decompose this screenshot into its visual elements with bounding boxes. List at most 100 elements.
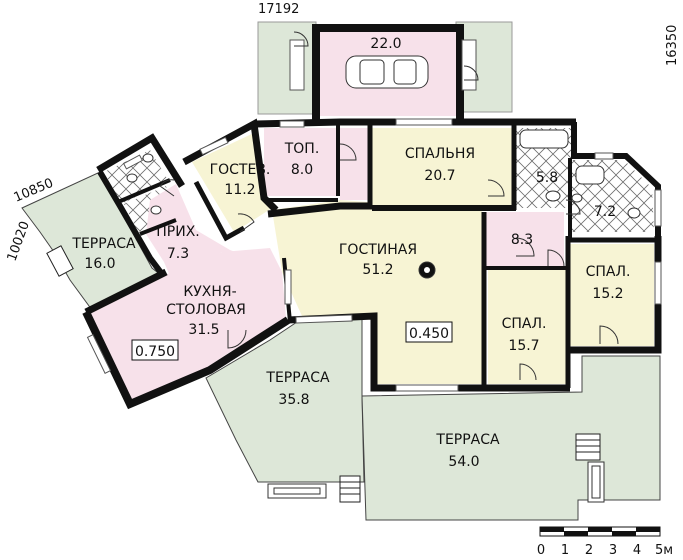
window — [289, 39, 305, 91]
bath-b-area: 7.2 — [594, 204, 616, 220]
scale-tick: 5м — [655, 543, 673, 558]
scale-tick: 4 — [633, 543, 641, 558]
terrace-mid-name: ТЕРРАСА — [265, 370, 330, 386]
terrace-big-area: 54.0 — [448, 454, 479, 470]
guest-floor — [192, 132, 272, 232]
sink-icon — [150, 205, 162, 215]
guest-lower-wall — [193, 180, 246, 242]
kitchen-name-2: СТОЛОВАЯ — [166, 302, 246, 318]
scale-tick: 0 — [537, 543, 545, 558]
sink-icon — [126, 173, 138, 183]
toilet-icon — [627, 207, 641, 219]
door-swing — [519, 363, 537, 381]
kitchen-level: 0.750 — [135, 344, 175, 360]
vestibule-floor — [340, 128, 368, 200]
garage-area: 22.0 — [370, 36, 401, 52]
west-wall — [97, 170, 165, 276]
guest-name: ГОСТЕВ. — [210, 162, 271, 178]
fixtures — [46, 55, 641, 503]
boiler-area: 8.0 — [291, 162, 313, 178]
kitchen-west-wall — [84, 268, 168, 316]
toilet-icon — [142, 153, 154, 163]
dimension-right: 16350 — [665, 25, 680, 66]
bedroom-b-name: СПАЛ. — [586, 264, 631, 280]
door-swing — [463, 65, 479, 81]
door-swing — [599, 325, 619, 345]
bedroom-b-floor — [570, 244, 654, 346]
windows — [86, 39, 662, 392]
window — [122, 154, 144, 170]
wc-wall — [96, 133, 185, 188]
boiler-name: ТОП. — [284, 141, 320, 157]
planter — [273, 487, 321, 495]
bathtub-icon — [575, 165, 605, 185]
corridor-area: 8.3 — [511, 232, 533, 248]
window — [654, 189, 662, 227]
planter — [591, 465, 601, 499]
terrace-garage-area — [257, 21, 317, 115]
living-level: 0.450 — [409, 326, 449, 342]
door-swing — [565, 199, 581, 215]
doors — [159, 31, 619, 381]
window — [594, 152, 614, 160]
bedroom-main-name: СПАЛЬНЯ — [405, 146, 475, 162]
fireplace-icon — [418, 261, 436, 279]
door-swing — [547, 249, 565, 267]
bedroom-b-area: 15.2 — [592, 286, 623, 302]
car-icon — [345, 55, 429, 89]
door-swing — [293, 31, 309, 47]
stairs-icon — [46, 245, 601, 503]
guest-area: 11.2 — [224, 182, 255, 198]
dimension-left-b: 10020 — [5, 219, 33, 263]
toilet-icon — [545, 190, 561, 202]
boiler-floor — [264, 128, 340, 196]
window — [295, 314, 353, 324]
hall-area: 7.3 — [167, 246, 189, 262]
terrace-left-area: 16.0 — [84, 256, 115, 272]
terrace-big-area — [361, 355, 661, 521]
kitchen-name-1: КУХНЯ- — [183, 284, 236, 300]
door-swing — [159, 179, 175, 197]
level-marks: 0.750 0.450 — [131, 321, 453, 361]
living-name: ГОСТИНАЯ — [339, 242, 417, 258]
scale-tick: 1 — [561, 543, 569, 558]
scale-tick: 3 — [609, 543, 617, 558]
kitchen-area: 31.5 — [188, 322, 219, 338]
kitchen-floor — [88, 248, 286, 400]
living-area: 51.2 — [362, 262, 393, 278]
dimension-top: 17192 — [258, 2, 299, 17]
bathtub-icon — [519, 129, 569, 149]
bedroom-main-area: 20.7 — [424, 168, 455, 184]
door-swing — [515, 237, 535, 257]
bath-a-area: 5.8 — [536, 170, 558, 186]
door-swing — [339, 143, 357, 161]
terrace-left-name: ТЕРРАСА — [71, 236, 136, 252]
kitchen-sw-wall — [82, 310, 291, 410]
scale-tick: 2 — [585, 543, 593, 558]
garage-wall — [312, 24, 464, 122]
bedroom-main-floor — [372, 128, 512, 208]
bedroom-a-area: 15.7 — [508, 338, 539, 354]
bedroom-a-floor — [488, 270, 566, 384]
window — [199, 136, 229, 156]
window — [86, 334, 112, 374]
sink-icon — [571, 193, 583, 203]
door-swing — [227, 329, 247, 349]
window — [461, 39, 477, 91]
terraces — [21, 21, 661, 521]
door-swing — [487, 179, 505, 197]
window — [279, 120, 305, 128]
window — [395, 384, 459, 392]
window — [654, 261, 662, 305]
scale-bar: 0 1 2 3 4 5м — [537, 526, 673, 558]
door-swing — [237, 213, 255, 233]
window — [284, 269, 292, 305]
terrace-mid-area: 35.8 — [278, 392, 309, 408]
window — [395, 118, 453, 126]
terrace-big-name: ТЕРРАСА — [435, 432, 500, 448]
walls — [82, 24, 662, 410]
bedroom-a-name: СПАЛ. — [502, 316, 547, 332]
north-wall — [255, 118, 576, 128]
bath-hall-wall — [139, 218, 177, 236]
